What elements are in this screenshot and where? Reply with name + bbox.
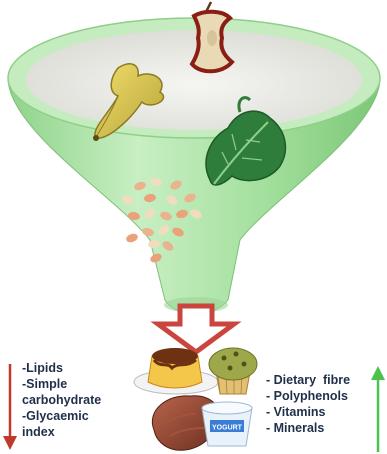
funnel-output-arrow xyxy=(158,306,234,352)
increase-list: - Dietary fibre - Polyphenols - Vitamins… xyxy=(266,372,350,436)
yogurt-label: YOGURT xyxy=(212,425,243,432)
output-foods: YOGURT xyxy=(134,348,257,450)
muffin-icon xyxy=(209,348,257,394)
increase-arrow-icon xyxy=(371,366,385,452)
increase-item: - Minerals xyxy=(266,420,350,436)
decrease-arrow-icon xyxy=(3,364,17,450)
increase-item: - Vitamins xyxy=(266,404,350,420)
decrease-item: index xyxy=(22,424,101,440)
decrease-item: carbohydrate xyxy=(22,392,101,408)
decrease-item: -Lipids xyxy=(22,360,101,376)
increase-item: - Dietary fibre xyxy=(266,372,350,388)
yogurt-cup-icon: YOGURT xyxy=(202,402,252,446)
custard-pudding-icon xyxy=(148,348,202,388)
increase-item: - Polyphenols xyxy=(266,388,350,404)
decrease-list: -Lipids -Simple carbohydrate -Glycaemic … xyxy=(22,360,101,440)
decrease-item: -Glycaemic xyxy=(22,408,101,424)
decrease-item: -Simple xyxy=(22,376,101,392)
